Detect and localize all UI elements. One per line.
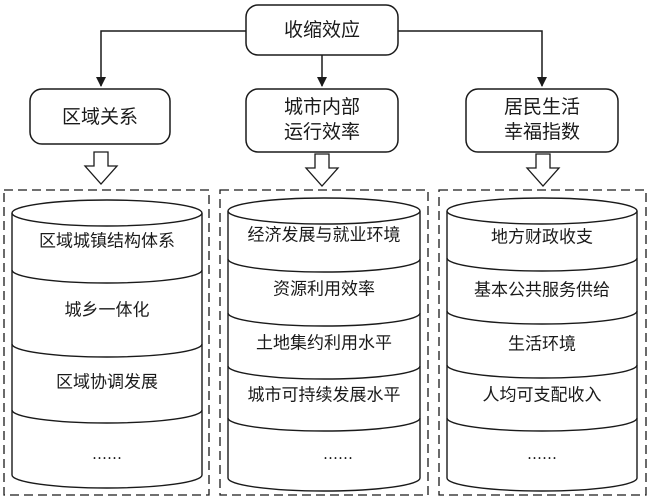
item-region-2: 城乡一体化 — [65, 301, 150, 321]
item-urban-3: 土地集约利用水平 — [256, 334, 392, 354]
cylinder-top-residents — [446, 197, 638, 225]
dashed-frame-region — [3, 189, 210, 496]
item-residents-1: 地方财政收支 — [491, 228, 593, 248]
item-region-1: 区域城镇结构体系 — [39, 232, 175, 252]
cylinder-divider-region-2 — [11, 343, 203, 358]
cylinder-divider-urban-4 — [227, 417, 421, 432]
root-label: 收缩效应 — [284, 19, 360, 41]
item-region-ellipsis: …… — [92, 445, 122, 463]
category-label-urban-line2: 运行效率 — [284, 121, 360, 143]
category-label-region: 区域关系 — [62, 106, 138, 128]
cylinder-divider-urban-1 — [227, 258, 421, 273]
item-residents-2: 基本公共服务供给 — [474, 281, 610, 301]
hollow-down-arrow-region — [83, 151, 119, 185]
cylinder-divider-residents-2 — [446, 310, 638, 325]
cylinder-top-urban — [227, 197, 421, 225]
cylinder-divider-residents-3 — [446, 364, 638, 379]
cylinder-divider-urban-2 — [227, 312, 421, 327]
cylinder-divider-urban-3 — [227, 365, 421, 380]
cylinder-body-residents — [446, 211, 638, 492]
item-region-3: 区域协调发展 — [56, 373, 158, 393]
category-node-region — [29, 88, 171, 145]
cylinder-top-region — [11, 199, 203, 227]
category-label-urban-line1: 城市内部 — [284, 96, 360, 118]
dashed-frame-residents — [438, 189, 647, 496]
connector-right — [398, 30, 547, 87]
cylinder-divider-residents-4 — [446, 417, 638, 432]
category-node-urban — [245, 88, 399, 153]
cylinder-divider-region-3 — [11, 409, 203, 424]
hollow-down-arrow-urban — [304, 153, 340, 187]
hollow-down-arrow-residents — [525, 153, 561, 187]
item-urban-ellipsis: …… — [323, 445, 353, 463]
item-residents-3: 生活环境 — [508, 335, 576, 355]
cylinder-divider-region-1 — [11, 269, 203, 284]
cylinder-residents — [446, 197, 638, 492]
item-urban-4: 城市可持续发展水平 — [248, 386, 401, 406]
cylinder-urban — [227, 197, 421, 492]
item-urban-1: 经济发展与就业环境 — [248, 226, 401, 246]
connector-left — [96, 30, 246, 87]
cylinder-region — [11, 199, 203, 489]
category-node-residents — [465, 88, 619, 153]
item-residents-ellipsis: …… — [527, 445, 557, 463]
cylinder-divider-residents-1 — [446, 257, 638, 272]
category-label-residents-line1: 居民生活 — [504, 96, 580, 118]
item-residents-4: 人均可支配收入 — [483, 386, 602, 406]
connectors — [96, 30, 547, 87]
category-label-residents-line2: 幸福指数 — [504, 121, 580, 143]
dashed-frame-urban — [219, 189, 429, 496]
item-urban-2: 资源利用效率 — [273, 280, 375, 300]
cylinder-body-urban — [227, 211, 421, 492]
